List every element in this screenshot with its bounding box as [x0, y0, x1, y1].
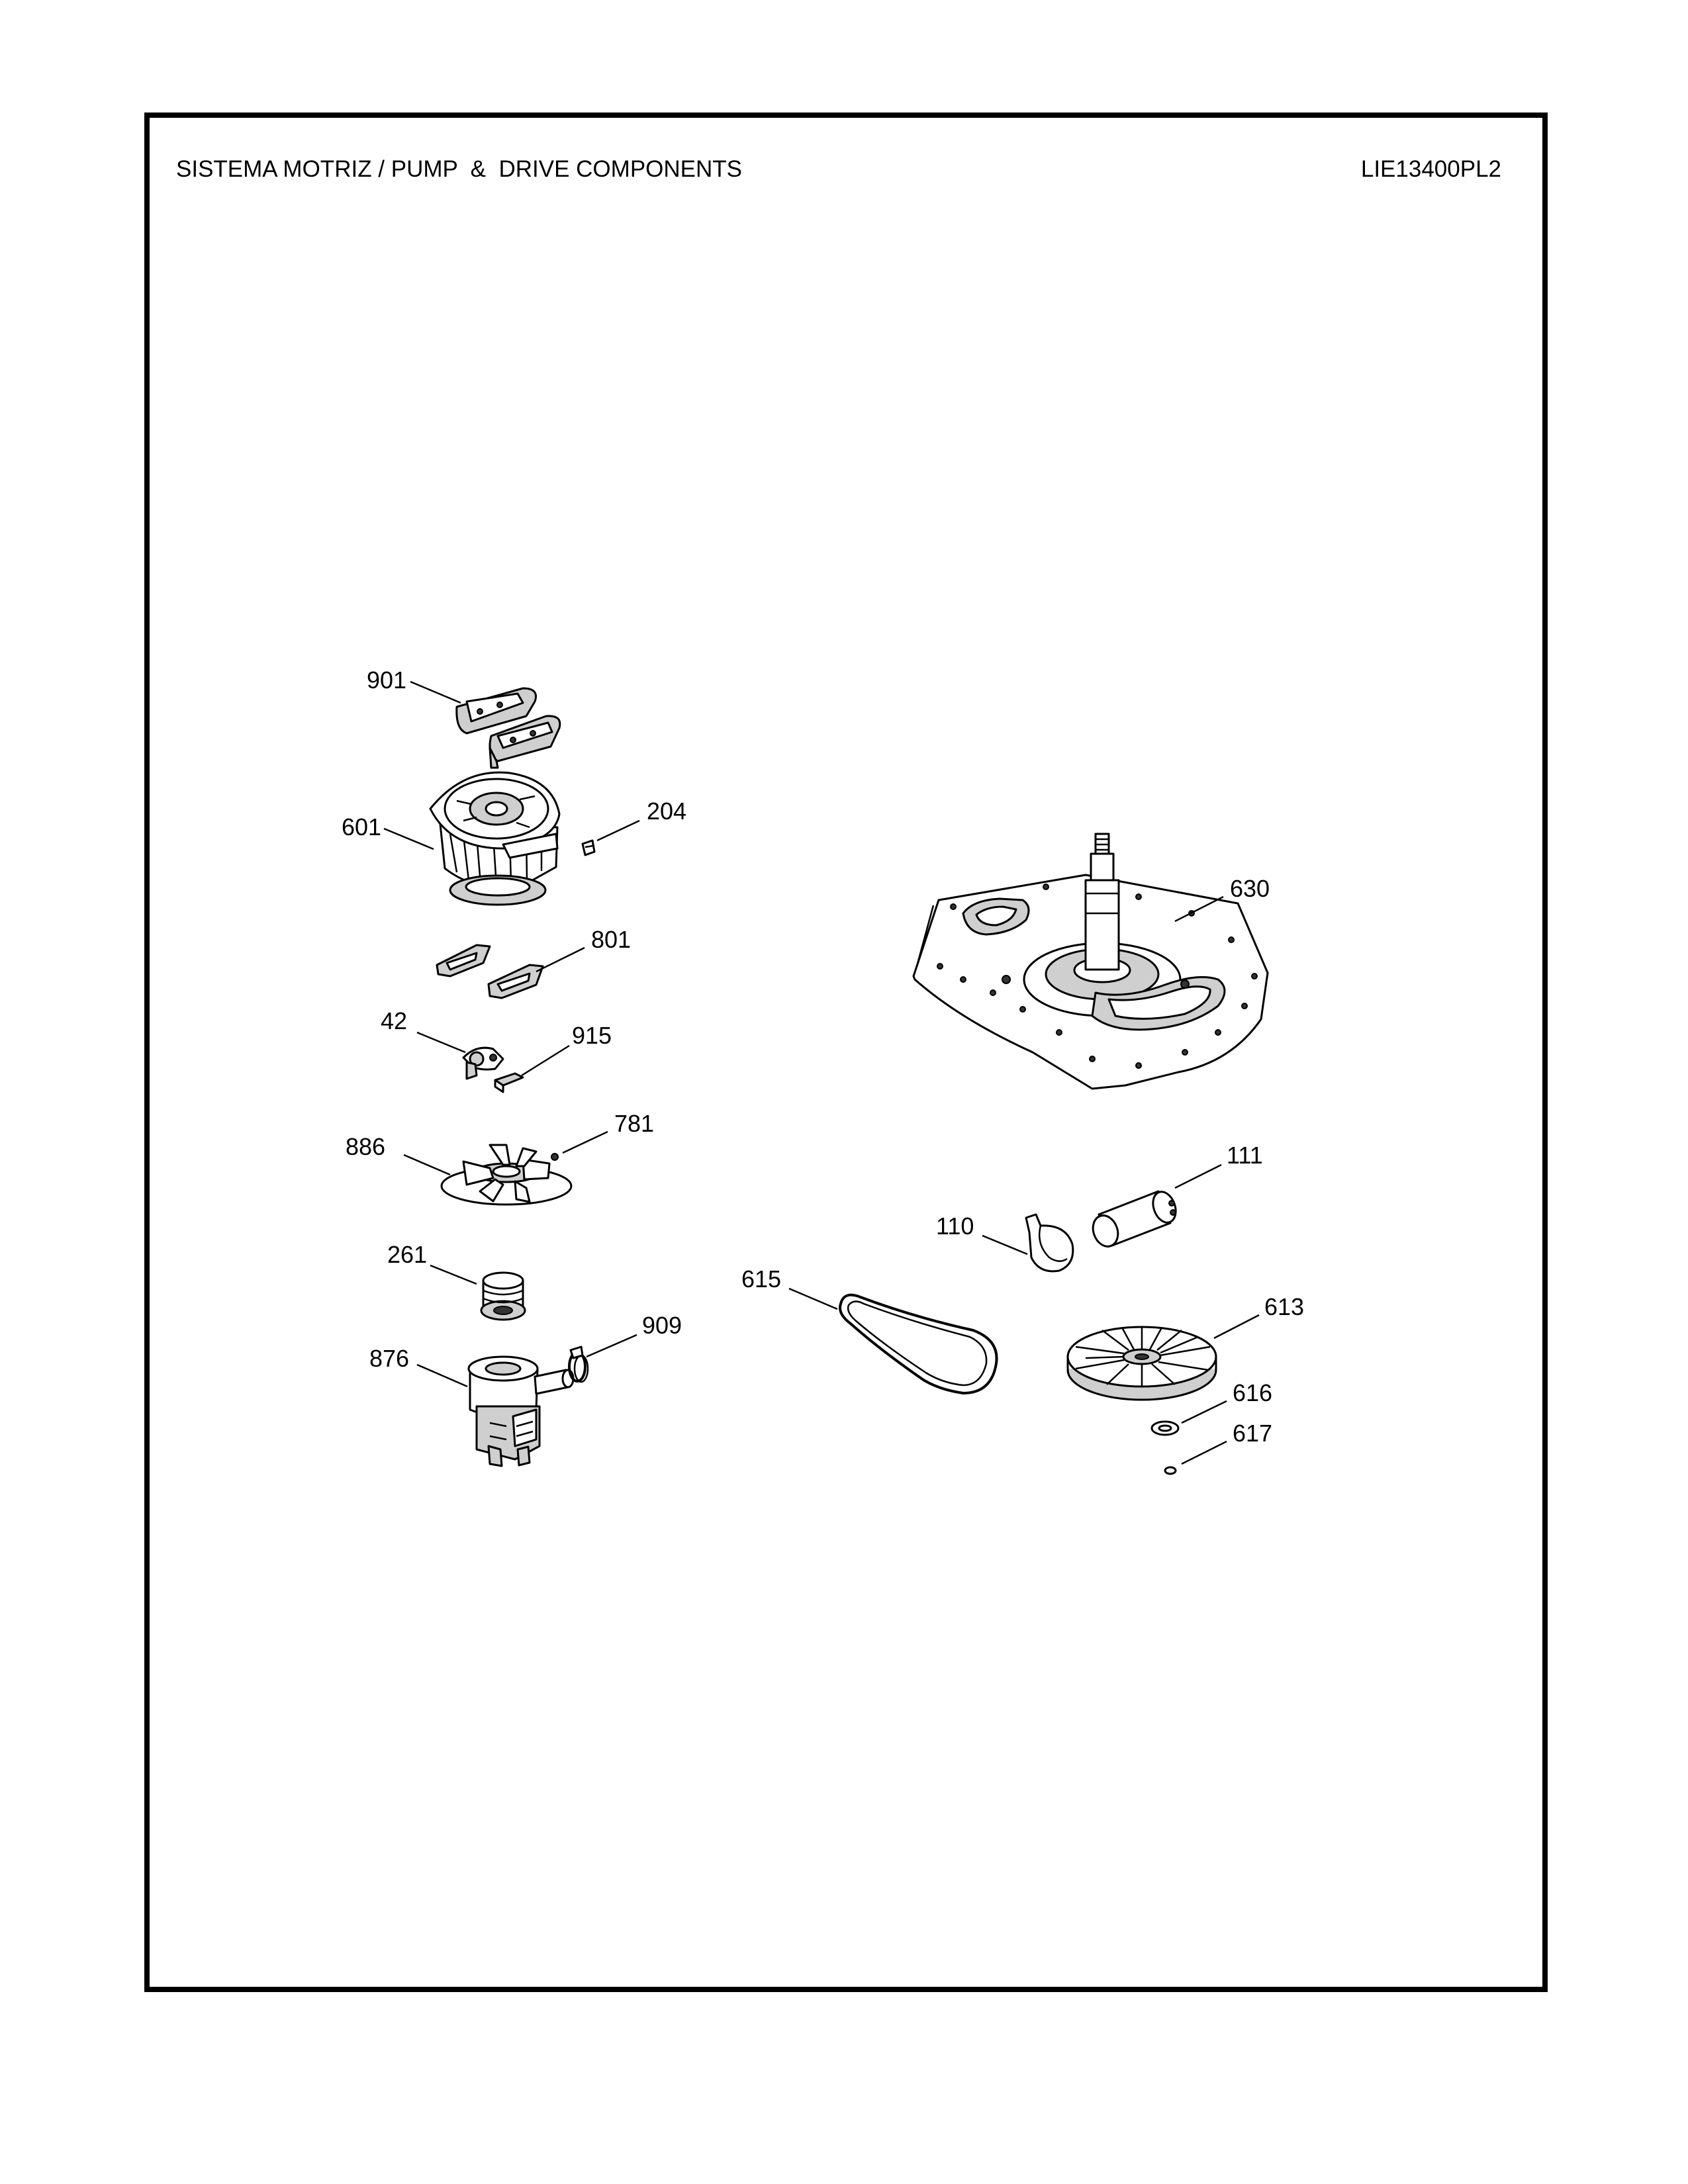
part-617-ring — [1164, 1466, 1177, 1475]
part-204-clip — [581, 839, 596, 856]
part-801-pads — [436, 944, 544, 999]
callout-915: 915 — [572, 1022, 612, 1049]
part-110-strap — [1025, 1213, 1074, 1273]
callout-110: 110 — [936, 1212, 974, 1240]
part-876-drain-pump — [467, 1355, 575, 1467]
leader-lines — [383, 680, 1260, 1465]
part-601-drive-motor — [429, 771, 561, 906]
part-42-bracket — [462, 1046, 504, 1080]
callout-617: 617 — [1233, 1420, 1272, 1447]
part-901-motor-pads — [455, 687, 561, 769]
callout-111: 111 — [1227, 1142, 1263, 1169]
callout-630: 630 — [1230, 875, 1270, 902]
callout-204: 204 — [647, 797, 686, 825]
part-111-capacitor — [1092, 1190, 1177, 1248]
part-781-washer — [551, 1153, 559, 1161]
part-886-impeller — [440, 1144, 573, 1206]
callout-42: 42 — [381, 1007, 407, 1034]
drawing-frame — [144, 113, 1548, 1992]
callout-601: 601 — [342, 813, 381, 841]
model-code: LIE13400PL2 — [1360, 156, 1501, 182]
callout-781: 781 — [614, 1110, 654, 1137]
callout-616: 616 — [1233, 1379, 1272, 1406]
part-616-washer — [1150, 1420, 1180, 1436]
page-title: SISTEMA MOTRIZ / PUMP & DRIVE COMPONENTS — [176, 156, 743, 182]
part-630-transmission-base — [912, 833, 1269, 1090]
part-909-clamp — [568, 1345, 589, 1383]
part-613-pulley — [1066, 1326, 1217, 1401]
callout-615: 615 — [741, 1265, 781, 1293]
callout-261: 261 — [387, 1241, 427, 1268]
callout-876: 876 — [369, 1345, 409, 1372]
callout-801: 801 — [591, 926, 631, 953]
callout-886: 886 — [346, 1133, 385, 1160]
part-915-key — [494, 1072, 524, 1093]
callout-901: 901 — [367, 666, 406, 694]
part-261-filter — [480, 1271, 526, 1321]
callout-909: 909 — [642, 1312, 682, 1339]
callout-613: 613 — [1264, 1293, 1304, 1320]
part-615-belt — [839, 1293, 998, 1395]
